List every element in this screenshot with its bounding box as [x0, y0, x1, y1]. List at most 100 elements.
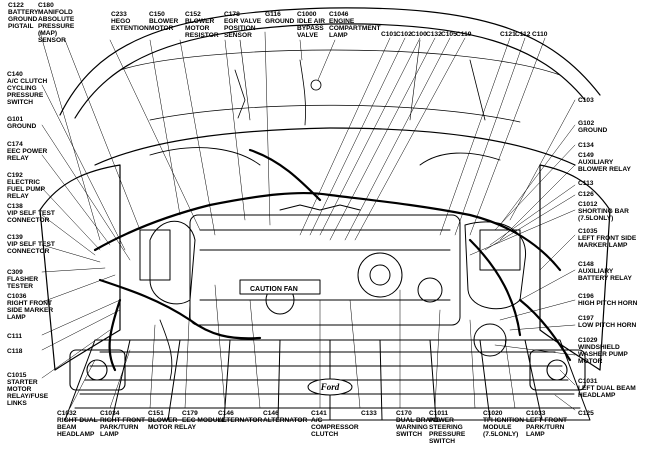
callout-c113: C113: [578, 180, 593, 187]
callout-c119: C119: [456, 31, 471, 38]
connector-code: C1029: [578, 337, 598, 344]
callout-c134: C134: [578, 142, 594, 149]
connector-code: C110: [532, 31, 548, 38]
component-description: GROUND: [265, 18, 295, 26]
component-description: BATTERY GROUND PIGTAIL: [8, 9, 39, 31]
component-description: BLOWER MOTOR: [149, 18, 179, 33]
component-description: VIP SELF TEST CONNECTOR: [7, 210, 55, 225]
component-description: HIGH PITCH HORN: [578, 300, 638, 308]
connector-code: G101: [7, 116, 24, 123]
connector-code: C141: [311, 410, 327, 417]
connector-code: C179: [182, 410, 198, 417]
connector-code: C1000: [297, 11, 317, 18]
component-description: TFI IGNITION MODULE (7.5LONLY): [483, 417, 525, 439]
callout-c118: C118: [7, 348, 22, 355]
component-description: RIGHT DUAL BEAM HEADLAMP: [57, 417, 98, 439]
connector-code: C178: [224, 11, 240, 18]
connector-code: C150: [149, 11, 165, 18]
callout-c111: C111: [7, 333, 22, 340]
connector-code: C149: [578, 152, 594, 159]
callout-c102: C102: [396, 31, 412, 38]
engine-block: [139, 204, 527, 357]
connector-code: C138: [7, 203, 23, 210]
component-description: EEC POWER RELAY: [7, 148, 48, 163]
connector-code: C1035: [578, 228, 598, 235]
connector-code: C126: [578, 191, 594, 198]
fenders: [39, 164, 611, 371]
component-description: ELECTRIC FUEL PUMP RELAY: [7, 179, 45, 201]
connector-code: C102: [396, 31, 412, 38]
wiring-harness: [93, 148, 572, 372]
grille-badge: Ford: [320, 382, 340, 392]
connector-code: G116: [265, 11, 281, 18]
connector-code: C103: [578, 97, 594, 104]
connector-code: C133: [361, 410, 377, 417]
component-description: ALTERNATOR: [263, 417, 308, 425]
component-description: EEC MODULE: [182, 417, 226, 425]
connector-code: C233: [111, 11, 127, 18]
connector-code: C125: [578, 410, 594, 417]
connector-code: C196: [578, 293, 594, 300]
callout-c112: C112: [515, 31, 530, 38]
connector-code: G102: [578, 120, 595, 127]
connector-code: C197: [578, 315, 594, 322]
component-description: POWER STEERING PRESSURE SWITCH: [429, 417, 466, 446]
grille: [64, 339, 591, 421]
connector-code: C113: [578, 180, 594, 187]
connector-code: C132: [426, 31, 442, 38]
component-description: STARTER MOTOR RELAY/FUSE LINKS: [7, 379, 49, 408]
connector-code: C139: [7, 234, 23, 241]
component-description: BLOWER MOTOR RELAY: [148, 417, 196, 432]
callout-c133: C133: [361, 410, 377, 417]
component-description: BLOWER MOTOR RESISTOR: [185, 18, 219, 40]
component-description: A/C COMPRESSOR CLUTCH: [311, 417, 359, 439]
connector-code: C134: [578, 142, 594, 149]
connector-code: C192: [7, 172, 23, 179]
component-description: ALTERNATOR: [218, 417, 263, 425]
connector-code: C105: [441, 31, 457, 38]
component-description: HEGO EXTENTION: [111, 18, 149, 33]
component-description: SHORTING BAR (7.5LONLY): [578, 208, 629, 223]
connector-code: C1034: [100, 410, 120, 417]
connector-code: C1036: [7, 293, 27, 300]
connector-code: C1046: [329, 11, 349, 18]
component-description: ENGINE COMPARTMENT LAMP: [329, 18, 381, 40]
connector-code: C309: [7, 269, 23, 276]
callout-c101: C101: [381, 31, 397, 38]
connector-code: C101: [381, 31, 397, 38]
callout-c126: C126: [578, 191, 594, 198]
connector-code: C1020: [483, 410, 503, 417]
component-description: RIGHT FRONT SIDE MARKER LAMP: [7, 300, 54, 322]
component-description: EGR VALVE POSITION SENSOR: [224, 18, 262, 40]
